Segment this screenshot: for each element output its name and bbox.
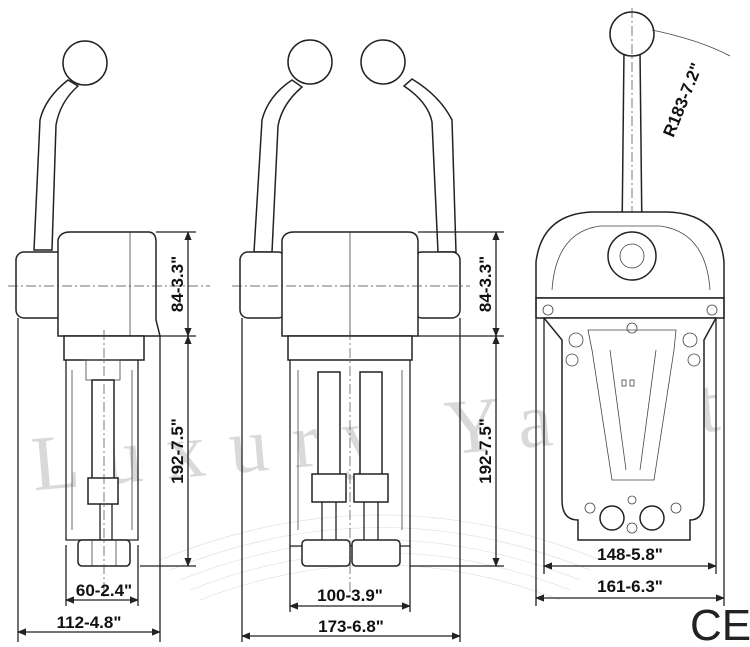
dual-height-top-label: 84-3.3" [476,256,495,312]
ce-mark: CE [690,601,750,647]
single-overall-width-label: 112-4.8" [57,613,122,632]
front-view [535,8,731,541]
dual-height-bottom-label: 192-7.5" [476,418,495,484]
front-plate-width-label: 148-5.8" [597,545,663,564]
single-inner-width-label: 60-2.4" [76,581,132,600]
single-height-bottom-label: 192-7.5" [168,418,187,484]
dual-overall-width-label: 173-6.8" [318,617,384,636]
single-lever-side-view [8,40,210,600]
front-overall-width-label: 161-6.3" [597,577,663,596]
dual-lever-dimensions: 84-3.3" 192-7.5" 100-3.9" 173-6.8" [241,231,504,642]
dual-inner-width-label: 100-3.9" [317,586,383,605]
dual-lever-side-view [232,39,470,600]
front-radius-label: R183-7.2" [659,60,706,139]
single-lever-dimensions: 84-3.3" 192-7.5" 60-2.4" 112-4.8" [17,231,196,642]
single-height-top-label: 84-3.3" [168,256,187,312]
